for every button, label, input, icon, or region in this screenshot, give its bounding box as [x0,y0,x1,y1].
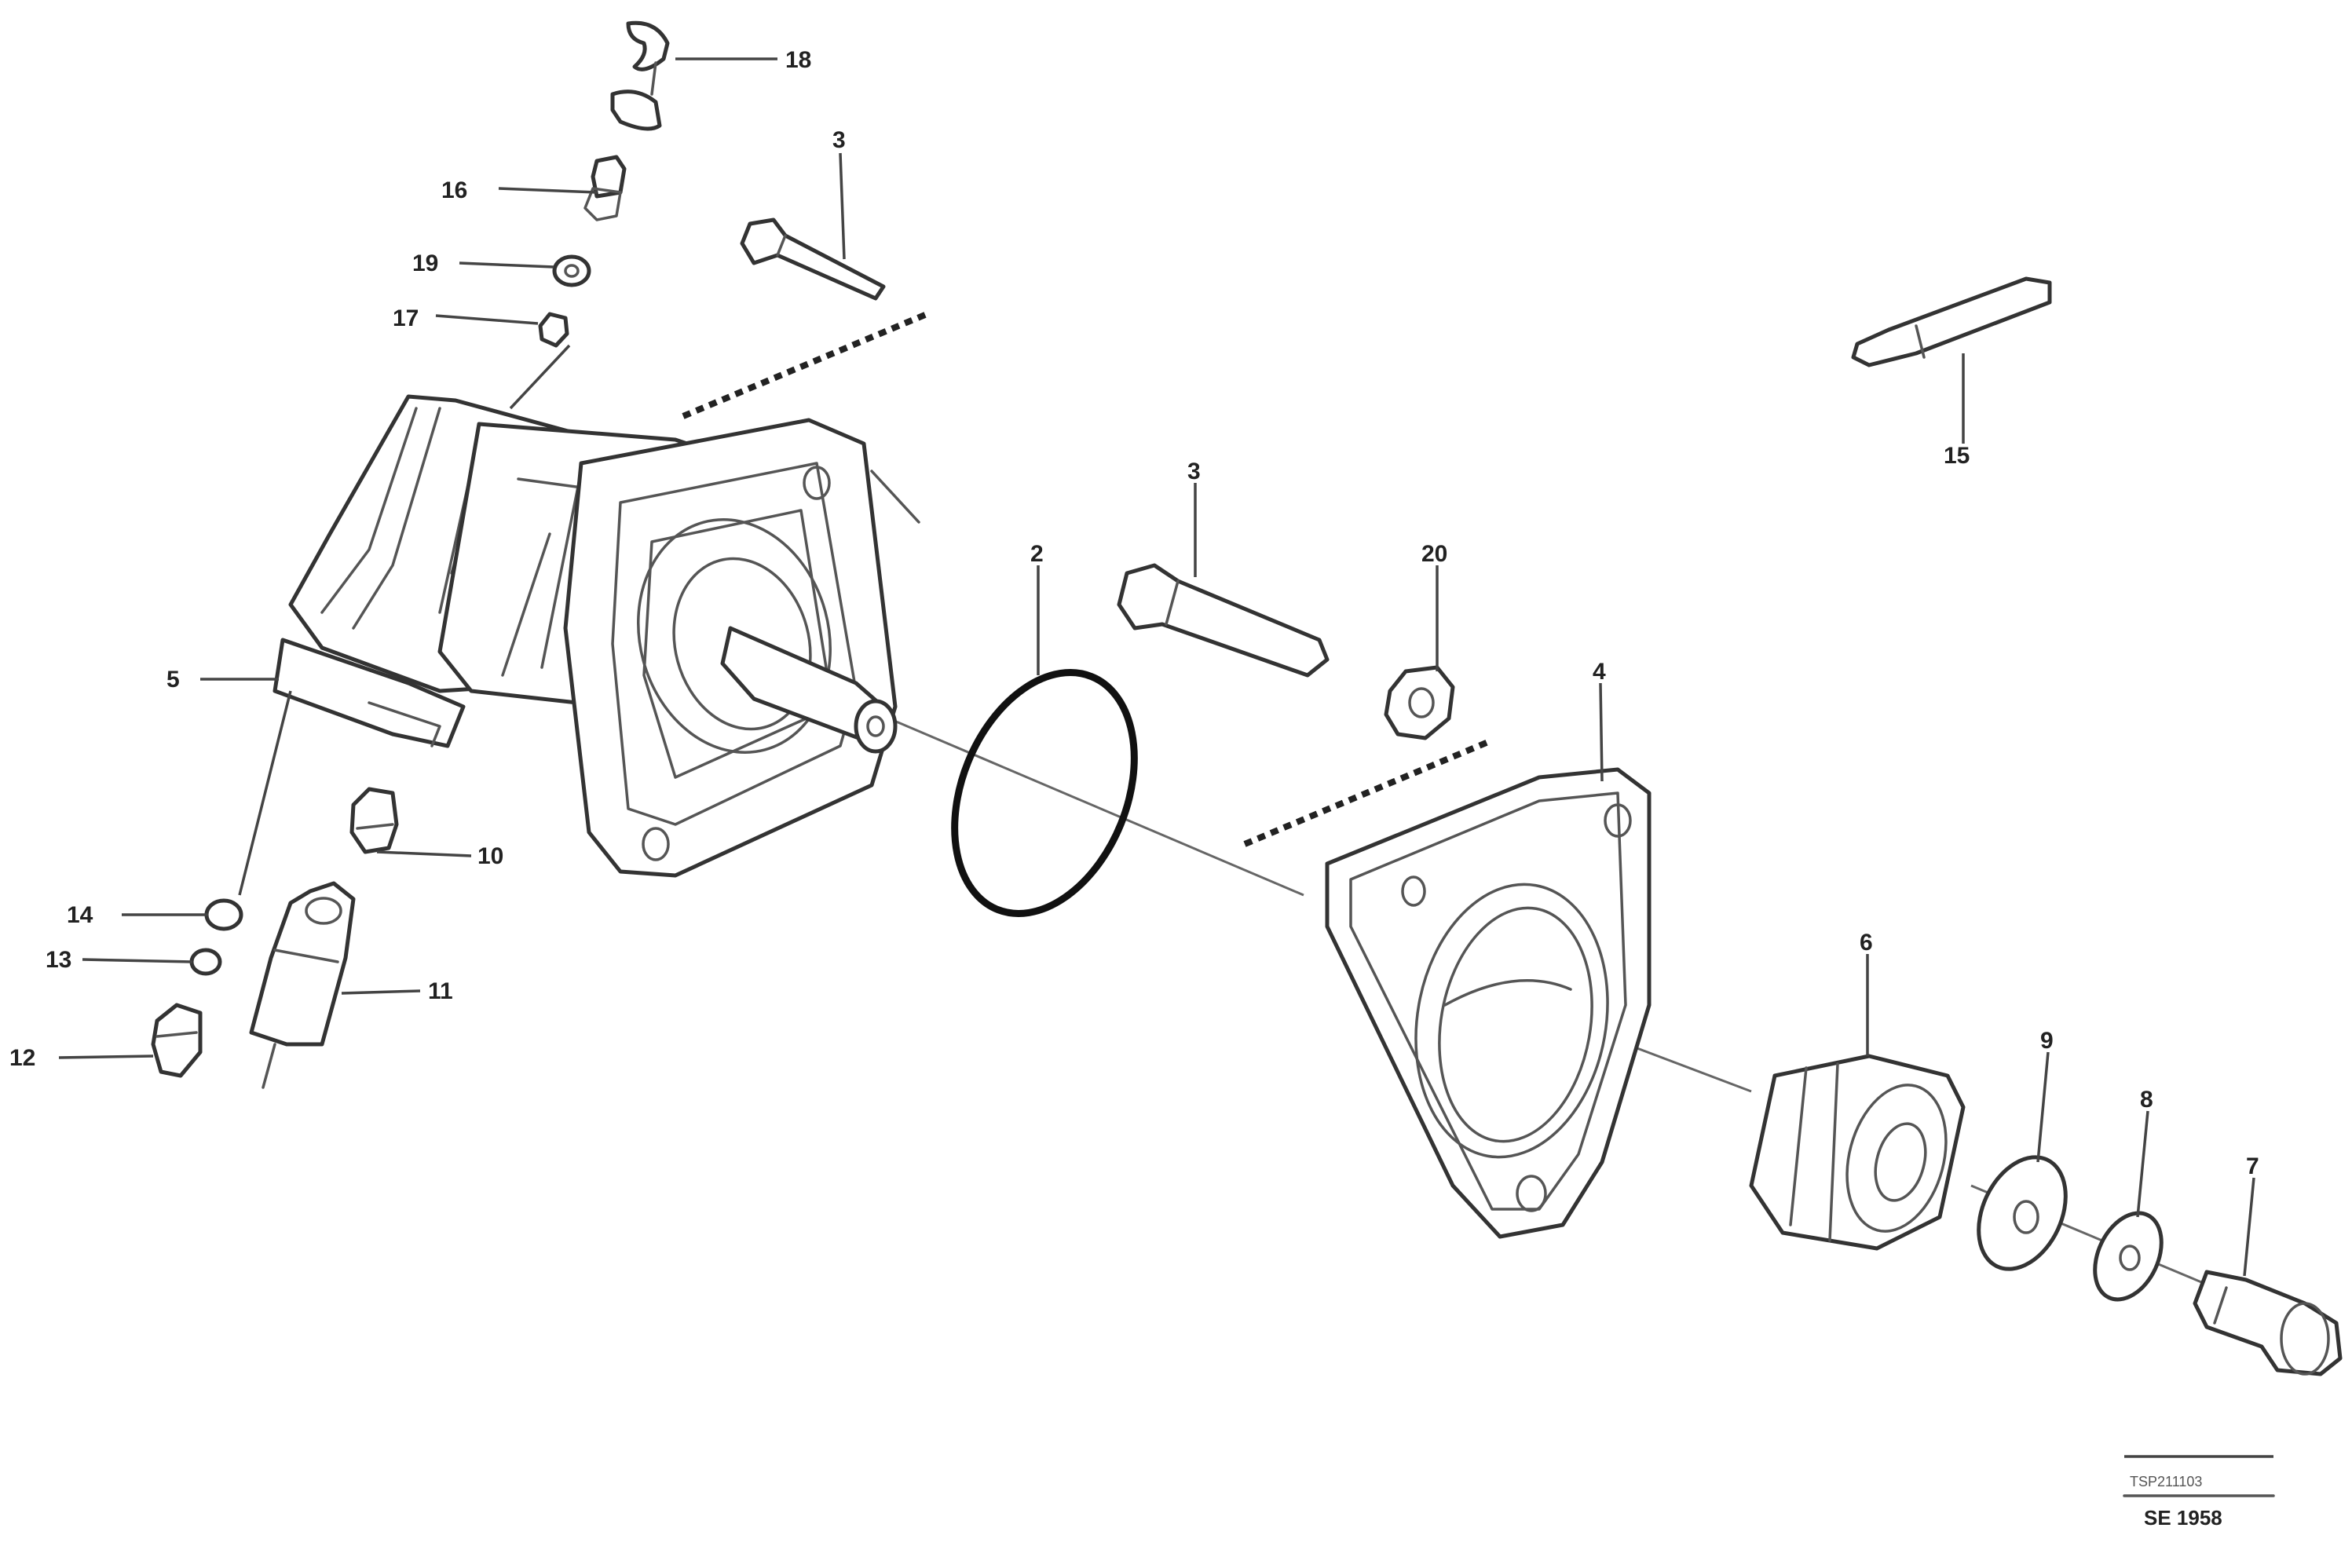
callout-4: 4 [1593,659,1606,685]
callout-labels: 18 16 19 17 3 15 5 3 2 20 4 10 14 13 11 … [9,47,2259,1179]
adapter-flange-4 [1325,767,1652,1239]
callout-14: 14 [67,902,93,928]
nut-16 [583,155,627,221]
o-ring-2 [951,669,1138,917]
washer-8 [2093,1211,2164,1302]
callout-5: 5 [166,667,180,693]
hose-connector-18 [610,20,670,131]
washer-19 [552,254,591,287]
callout-2: 2 [1030,541,1044,567]
washer-13 [189,948,222,976]
callout-19: 19 [412,250,438,276]
drawing-code: SE 1958 [2144,1506,2222,1530]
fitting-12 [151,1003,203,1078]
callout-16: 16 [441,177,467,203]
bolt-3-middle [1117,563,1330,678]
callout-17: 17 [393,305,419,331]
alignment-dashed-lines [682,309,1490,847]
callout-12: 12 [9,1045,35,1071]
callout-20: 20 [1421,541,1447,567]
nut-10 [349,787,399,854]
nut-17 [538,312,569,348]
callout-3-top: 3 [832,127,846,153]
callout-18: 18 [785,47,811,73]
callout-9: 9 [2040,1028,2054,1054]
washer-9 [1977,1155,2068,1271]
callout-11: 11 [428,978,453,1004]
washer-14 [204,898,243,931]
nut-20 [1384,665,1455,740]
callout-10: 10 [477,843,503,869]
document-number: TSP211103 [2130,1474,2202,1489]
pump-motor-body [273,394,920,878]
callout-8: 8 [2140,1087,2153,1113]
pin-15 [1851,276,2052,367]
bolt-3-top [740,217,886,301]
callout-6: 6 [1860,930,1873,956]
callout-13: 13 [46,947,71,973]
callout-3-middle: 3 [1187,459,1201,484]
gear-coupling-6 [1749,1054,1966,1251]
leader-lines [58,57,2255,1277]
drawing-reference-block: TSP211103 SE 1958 [2123,1455,2275,1530]
bolt-7 [2193,1270,2343,1376]
callout-7: 7 [2246,1153,2259,1179]
sleeve-11 [249,881,356,1089]
callout-15: 15 [1944,443,1970,469]
